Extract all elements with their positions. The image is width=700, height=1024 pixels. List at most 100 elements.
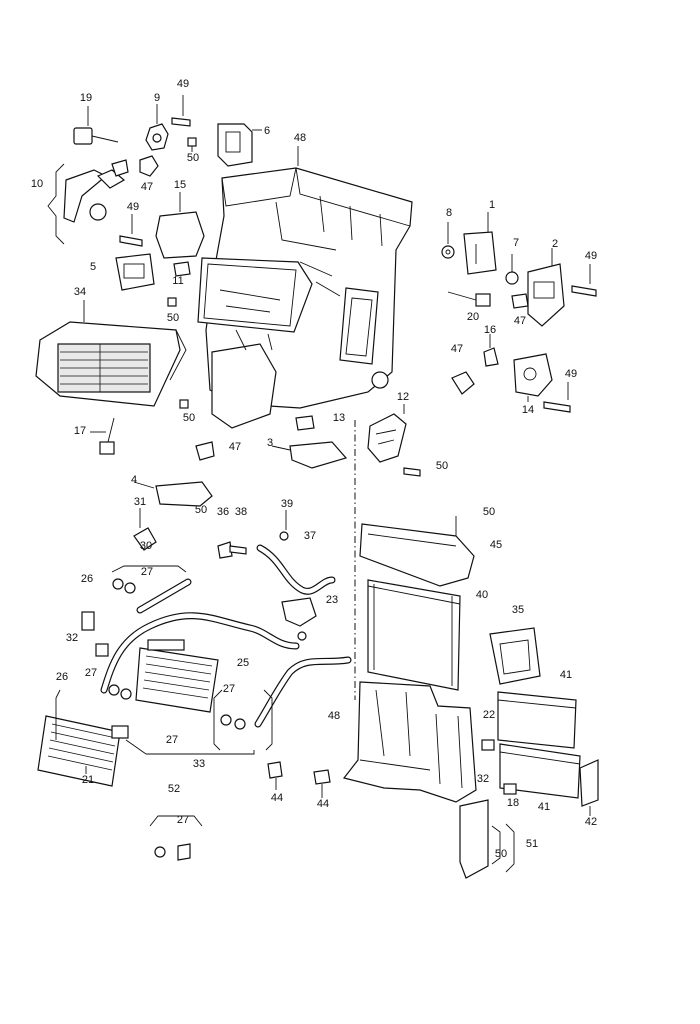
part-13-fastener [295, 415, 315, 431]
part-hose-long [100, 578, 300, 694]
callout-41: 41 [560, 669, 572, 681]
callout-41: 41 [538, 801, 550, 813]
part-15-motor [155, 192, 205, 259]
part-32-clip [95, 643, 109, 657]
part-39-oring [279, 510, 289, 541]
callout-44: 44 [317, 798, 329, 810]
part-41-filter-b [499, 743, 581, 799]
callout-10: 10 [31, 178, 43, 190]
callout-27: 27 [141, 566, 153, 578]
callout-2: 2 [552, 238, 558, 250]
part-50-screw-c [403, 467, 421, 477]
part-1-bracket [463, 212, 497, 275]
callout-50: 50 [436, 460, 448, 472]
part-7-nut [505, 254, 519, 285]
callout-44: 44 [271, 792, 283, 804]
callout-49: 49 [127, 201, 139, 213]
callout-49: 49 [177, 78, 189, 90]
part-18-clip [503, 783, 517, 795]
part-10-linkage [47, 159, 129, 245]
callout-32: 32 [477, 773, 489, 785]
part-35-seal [489, 627, 541, 685]
part-48-lower-housing [342, 681, 477, 803]
callout-31: 31 [134, 496, 146, 508]
part-8-grommet [441, 222, 455, 259]
part-21-heat-exchanger [37, 715, 129, 787]
callout-27: 27 [177, 814, 189, 826]
part-6-bracket [217, 123, 262, 167]
callout-50: 50 [195, 504, 207, 516]
callout-32: 32 [66, 632, 78, 644]
part-44-fitting-a [267, 761, 283, 790]
part-17-sensor [90, 417, 115, 455]
part-20-sensor [447, 291, 491, 307]
callout-47: 47 [514, 315, 526, 327]
part-25-heater-core [135, 639, 219, 713]
callout-33: 33 [193, 758, 205, 770]
part-52-clips [149, 815, 203, 861]
callout-13: 13 [333, 412, 345, 424]
callout-15: 15 [174, 179, 186, 191]
callout-26: 26 [81, 573, 93, 585]
callout-27: 27 [166, 734, 178, 746]
part-48-heater-housing [197, 146, 413, 429]
part-34-vent-grille [35, 300, 187, 407]
callout-47: 47 [141, 181, 153, 193]
part-5-control [115, 253, 155, 291]
brace-lines [55, 689, 273, 751]
callout-12: 12 [397, 391, 409, 403]
callout-21: 21 [82, 774, 94, 786]
part-45-plenum [359, 516, 475, 587]
callout-18: 18 [507, 797, 519, 809]
part-51-panel [459, 799, 515, 879]
callout-3: 3 [267, 437, 273, 449]
callout-1: 1 [489, 199, 495, 211]
callout-22: 22 [483, 709, 495, 721]
callout-35: 35 [512, 604, 524, 616]
part-49-screw-lower-right [543, 382, 571, 413]
callout-50: 50 [187, 152, 199, 164]
callout-7: 7 [513, 237, 519, 249]
callout-9: 9 [154, 92, 160, 104]
callout-47: 47 [451, 343, 463, 355]
callout-19: 19 [80, 92, 92, 104]
callout-26: 26 [56, 671, 68, 683]
callout-39: 39 [281, 498, 293, 510]
callout-49: 49 [585, 250, 597, 262]
callout-8: 8 [446, 207, 452, 219]
part-37-hose [256, 544, 336, 595]
callout-50: 50 [167, 312, 179, 324]
callout-37: 37 [304, 530, 316, 542]
callout-42: 42 [585, 816, 597, 828]
callout-48: 48 [294, 132, 306, 144]
part-42-panel [579, 759, 599, 816]
part-hose-right [254, 656, 352, 728]
part-49-screw-right [571, 264, 597, 297]
callout-20: 20 [467, 311, 479, 323]
callout-45: 45 [490, 539, 502, 551]
part-9-actuator [145, 104, 169, 151]
part-47-clip-lower [195, 441, 215, 461]
callout-52: 52 [168, 783, 180, 795]
callout-11: 11 [172, 275, 183, 287]
part-22-clip [481, 739, 495, 751]
part-23-pipe [281, 597, 317, 641]
part-47-clip-mid [451, 371, 475, 395]
callout-51: 51 [526, 838, 538, 850]
callout-16: 16 [484, 324, 496, 336]
part-33-bracket [125, 739, 255, 755]
part-49-screw-top [171, 95, 191, 127]
part-36-fitting [217, 541, 233, 559]
callout-17: 17 [74, 425, 86, 437]
callout-50: 50 [483, 506, 495, 518]
part-11-connector [173, 261, 191, 277]
callout-48: 48 [328, 710, 340, 722]
part-19-sensor [73, 106, 119, 145]
callout-6: 6 [264, 125, 270, 137]
part-47-clip-top [139, 155, 159, 177]
part-16-connector [483, 334, 499, 367]
callout-27: 27 [85, 667, 97, 679]
callout-50: 50 [183, 412, 195, 424]
part-4-housing-cover [133, 481, 213, 507]
